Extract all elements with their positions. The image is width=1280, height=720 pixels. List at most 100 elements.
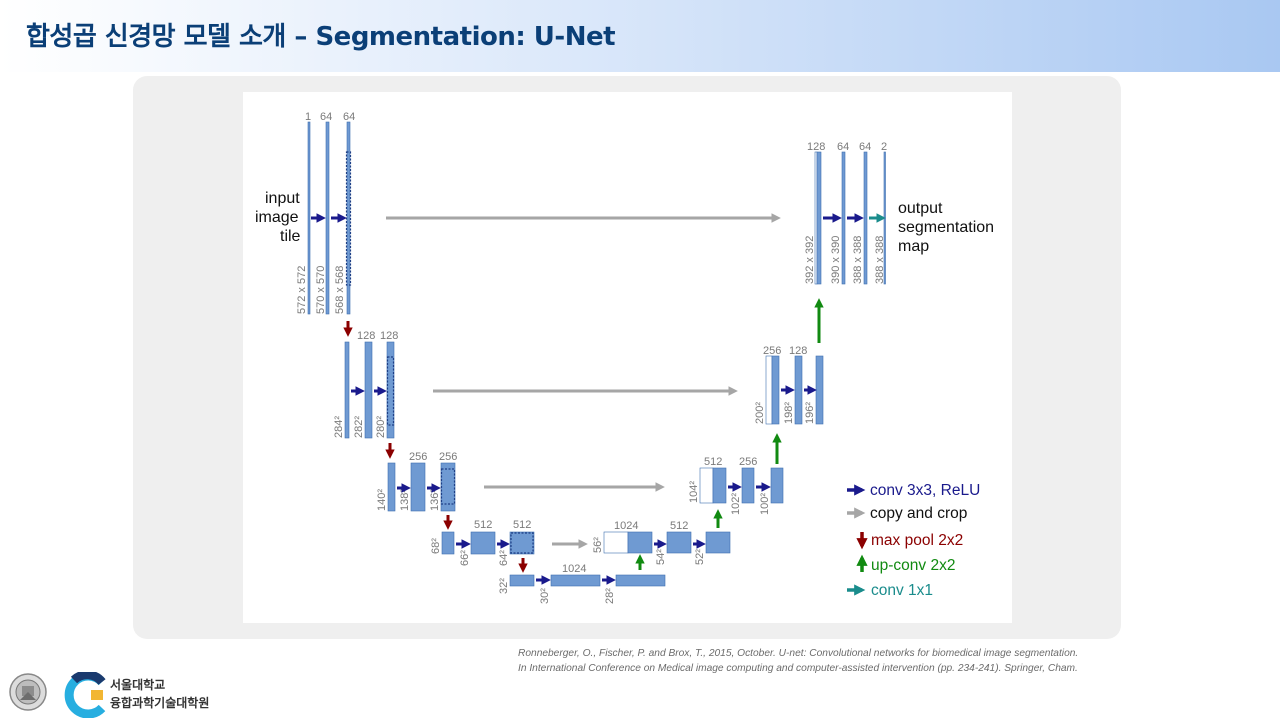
- feature-map-r2-1: [771, 355, 780, 425]
- cropped-map-l3: [440, 468, 456, 505]
- size-label: 30²: [539, 588, 551, 604]
- page-title: 합성곱 신경망 모델 소개 – Segmentation: U-Net: [26, 22, 616, 52]
- feature-map-l4-2: [470, 531, 496, 555]
- channel-label: 128: [807, 141, 825, 153]
- size-label: 104²: [688, 481, 700, 503]
- channel-label: 256: [409, 451, 427, 463]
- output-label: segmentation: [898, 219, 994, 236]
- copied-map-r4: [603, 531, 629, 554]
- legend-pool-label: max pool 2x2: [871, 532, 963, 549]
- feature-map-l1-1: [307, 121, 311, 315]
- size-label: 280²: [375, 416, 387, 438]
- output-label: output: [898, 200, 943, 217]
- legend-upconv-label: up-conv 2x2: [871, 557, 955, 574]
- feature-map-l2-2: [364, 341, 373, 439]
- feature-map-r1-3: [863, 151, 868, 285]
- channel-label: 1: [305, 111, 311, 123]
- channel-label: 512: [513, 519, 531, 531]
- legend-conv-label: conv 3x3, ReLU: [870, 482, 980, 499]
- size-label: 198²: [783, 402, 795, 424]
- size-label: 64²: [498, 550, 510, 566]
- size-label: 570 x 570: [315, 266, 327, 314]
- input-label: image: [255, 209, 299, 226]
- feature-map-l2-1: [344, 341, 350, 439]
- cropped-map-l4: [510, 532, 534, 554]
- feature-map-r4-2: [666, 531, 692, 554]
- size-label: 136²: [429, 489, 441, 511]
- school-name: 서울대학교 융합과학기술대학원: [110, 676, 209, 712]
- size-label: 196²: [804, 402, 816, 424]
- legend-copy-label: copy and crop: [870, 505, 967, 522]
- channel-label: 64: [343, 111, 355, 123]
- size-label: 392 x 392: [804, 236, 816, 284]
- channel-label: 256: [439, 451, 457, 463]
- size-label: 68²: [430, 538, 442, 554]
- feature-map-r2-3: [815, 355, 824, 425]
- feature-map-r1-1: [816, 151, 822, 285]
- size-label: 28²: [604, 588, 616, 604]
- feature-map-r3-3: [770, 467, 784, 504]
- channel-label: 128: [380, 330, 398, 342]
- feature-map-l4-3: [509, 531, 535, 555]
- size-label: 568 x 568: [334, 266, 346, 314]
- feature-map-r1-2: [841, 151, 846, 285]
- channel-label: 256: [763, 345, 781, 357]
- size-label: 390 x 390: [830, 236, 842, 284]
- channel-label: 512: [474, 519, 492, 531]
- size-label: 66²: [459, 550, 471, 566]
- school-line: 서울대학교: [110, 678, 166, 692]
- snu-logo: [9, 673, 47, 711]
- unet-svg: 1 64 64 572 x 572 570 x 570 568 x 568 in…: [255, 111, 994, 604]
- copied-map-r2: [765, 355, 773, 425]
- school-line: 융합과학기술대학원: [110, 696, 210, 710]
- channel-label: 64: [859, 141, 871, 153]
- feature-map-l3-2: [410, 462, 426, 512]
- citation-line: In International Conference on Medical i…: [518, 663, 1078, 674]
- feature-map-l5-3: [615, 574, 666, 587]
- feature-map-l1-2: [325, 121, 330, 315]
- title-bar: 합성곱 신경망 모델 소개 – Segmentation: U-Net: [0, 0, 1280, 72]
- channel-label: 64: [837, 141, 849, 153]
- channel-label: 64: [320, 111, 332, 123]
- size-label: 388 x 388: [852, 236, 864, 284]
- feature-map-r2-2: [794, 355, 803, 425]
- size-label: 200²: [754, 402, 766, 424]
- unet-diagram: 1 64 64 572 x 572 570 x 570 568 x 568 in…: [243, 92, 1012, 623]
- feature-map-l3-1: [387, 462, 396, 512]
- input-label: input: [265, 190, 300, 207]
- input-label: tile: [280, 228, 301, 245]
- feature-map-r4-3: [705, 531, 731, 554]
- size-label: 54²: [655, 549, 667, 565]
- citation: Ronneberger, O., Fischer, P. and Brox, T…: [518, 646, 1078, 676]
- size-label: 100²: [759, 493, 771, 515]
- feature-map-r4-1: [627, 531, 653, 554]
- size-label: 52²: [694, 549, 706, 565]
- feature-map-r3-2: [741, 467, 755, 504]
- channel-label: 128: [357, 330, 375, 342]
- gscst-logo: [64, 672, 106, 718]
- size-label: 138²: [399, 489, 411, 511]
- channel-label: 1024: [614, 520, 638, 532]
- size-label: 140²: [376, 489, 388, 511]
- feature-map-r3-1: [712, 467, 727, 504]
- size-label: 284²: [333, 416, 345, 438]
- feature-map-l4-1: [441, 531, 455, 555]
- size-label: 56²: [592, 537, 604, 553]
- channel-label: 128: [789, 345, 807, 357]
- channel-label: 1024: [562, 563, 586, 575]
- copied-map-r3: [699, 467, 714, 504]
- output-label: map: [898, 238, 929, 255]
- size-label: 282²: [353, 416, 365, 438]
- feature-map-l5-2: [550, 574, 601, 587]
- size-label: 572 x 572: [296, 266, 308, 314]
- citation-line: Ronneberger, O., Fischer, P. and Brox, T…: [518, 648, 1079, 659]
- size-label: 32²: [498, 578, 510, 594]
- size-label: 388 x 388: [874, 236, 886, 284]
- channel-label: 2: [881, 141, 887, 153]
- channel-label: 512: [670, 520, 688, 532]
- size-label: 102²: [730, 493, 742, 515]
- channel-label: 256: [739, 456, 757, 468]
- channel-label: 512: [704, 456, 722, 468]
- feature-map-l5-1: [509, 574, 535, 587]
- legend-conv1x1-label: conv 1x1: [871, 582, 933, 599]
